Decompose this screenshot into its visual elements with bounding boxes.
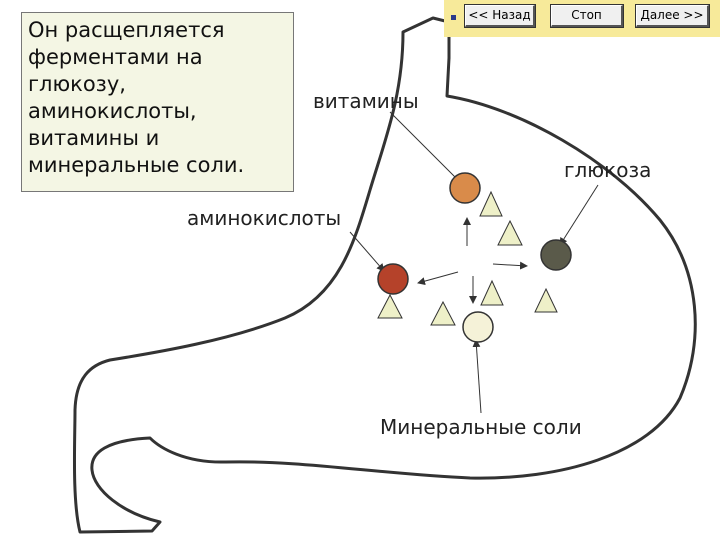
next-button[interactable]: Далее >>	[635, 4, 710, 28]
nav-marker-icon	[451, 15, 456, 20]
label-mineral-salts: Минеральные соли	[380, 415, 582, 439]
triangle-marker	[430, 300, 456, 326]
info-line: аминокислоты,	[28, 99, 197, 123]
info-line: минеральные соли.	[28, 153, 245, 177]
triangle-marker	[479, 190, 503, 217]
navigation-bar: << Назад Стоп Далее >>	[444, 0, 720, 37]
info-line: глюкозу,	[28, 72, 126, 96]
triangle-marker	[534, 287, 558, 313]
info-line: витамины и	[28, 126, 160, 150]
pointer-glucose	[559, 184, 599, 246]
label-vitamins: витамины	[313, 89, 419, 113]
info-line: ферментами на	[28, 45, 203, 69]
triangle-marker	[377, 293, 403, 319]
info-text-box: Он расщепляется ферментами на глюкозу, а…	[21, 12, 294, 192]
pointer-vitamins	[389, 111, 465, 187]
triangle-marker	[497, 219, 523, 246]
arrow-right	[492, 261, 528, 270]
arrow-left	[417, 271, 459, 286]
mineral-salt-molecule	[462, 311, 494, 343]
label-glucose: глюкоза	[564, 158, 651, 182]
pointer-mineral-salts	[472, 339, 482, 414]
info-line: Он расщепляется	[28, 18, 225, 42]
pointer-amino-acids	[349, 231, 385, 272]
vitamin-molecule	[449, 172, 481, 204]
amino-acid-molecule	[377, 263, 409, 295]
back-button[interactable]: << Назад	[464, 4, 536, 28]
glucose-molecule	[540, 239, 572, 271]
triangle-marker	[480, 279, 504, 306]
stop-button[interactable]: Стоп	[550, 4, 624, 28]
stomach-outline	[72, 16, 697, 534]
label-amino-acids: аминокислоты	[187, 206, 341, 230]
